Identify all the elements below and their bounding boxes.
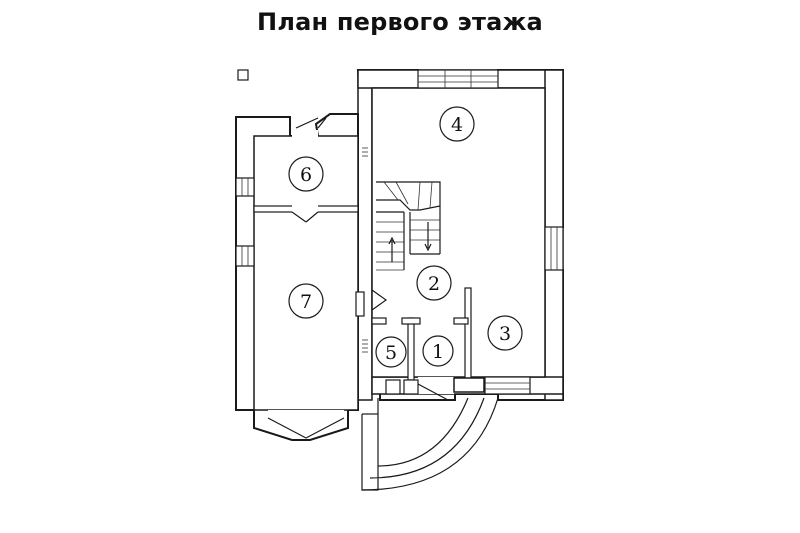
room-5: 5: [375, 336, 407, 368]
top-window: [417, 69, 499, 89]
room-label: 2: [428, 273, 440, 295]
partition-3: [464, 287, 472, 381]
room-2: 2: [416, 265, 452, 301]
room-label: 3: [499, 323, 511, 345]
right-window: [544, 226, 564, 271]
garage-gate: [267, 417, 345, 439]
room-label: 7: [300, 291, 312, 313]
room-6: 6: [288, 156, 324, 192]
marker-square: [237, 69, 249, 81]
room-label: 4: [451, 114, 463, 136]
partition-1-5: [407, 317, 415, 381]
room-4: 4: [439, 106, 475, 142]
left-main-wall: [357, 69, 373, 401]
room-label: 6: [300, 164, 312, 186]
room-1: 1: [422, 335, 454, 367]
plan-title: План первого этажа: [257, 8, 543, 36]
room-label: 5: [385, 342, 397, 364]
staircase: [376, 181, 441, 271]
room-label: 1: [432, 341, 444, 363]
entrance-steps: [361, 397, 499, 491]
room-7: 7: [288, 283, 324, 319]
bottom-window: [484, 376, 531, 395]
room-3: 3: [487, 315, 523, 351]
